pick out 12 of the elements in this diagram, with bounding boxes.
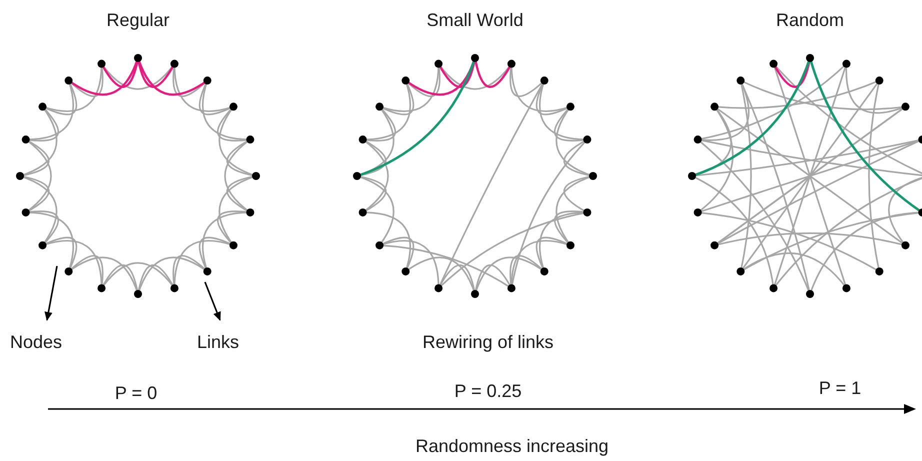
caption-text: Rewiring of links	[422, 331, 554, 354]
leader-arrow	[44, 266, 58, 321]
annotation-text: Links	[197, 330, 240, 354]
network-title: Regular	[106, 9, 170, 32]
probability-label: P = 1	[818, 377, 862, 400]
probability-label: P = 0	[114, 382, 158, 405]
leader-arrow	[204, 282, 221, 321]
axis-label: Randomness increasing	[415, 435, 609, 458]
probability-label: P = 0.25	[454, 380, 522, 403]
network-title: Small World	[426, 9, 524, 32]
network-title: Random	[776, 9, 844, 32]
annotation-text: Nodes	[10, 330, 62, 354]
